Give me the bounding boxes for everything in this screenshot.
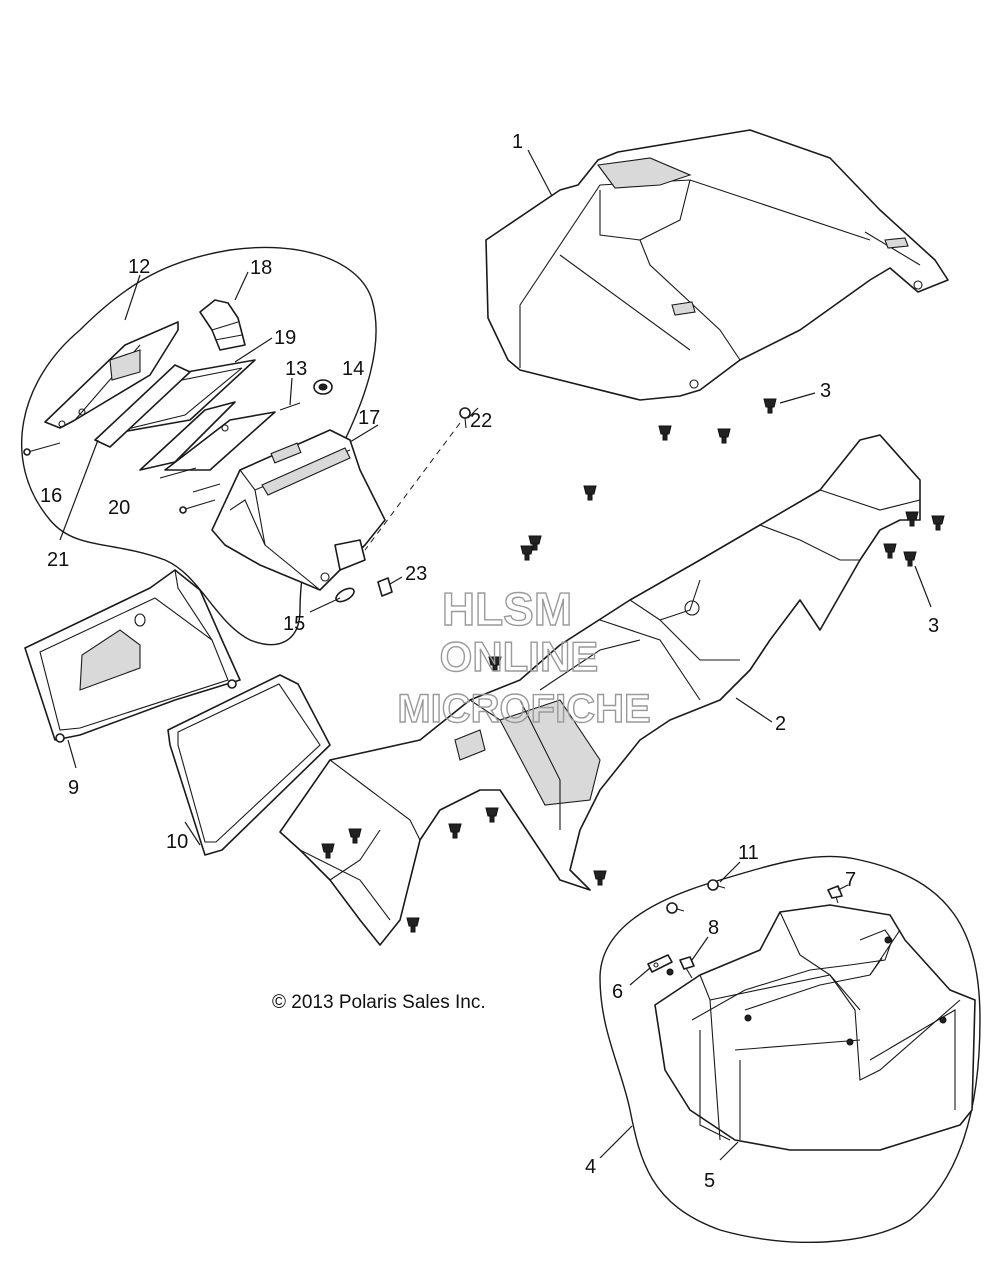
part-15-grommet <box>335 587 355 603</box>
part-20-frame <box>139 401 276 471</box>
callout-14: 14 <box>342 358 364 380</box>
part-18-latch <box>199 299 246 351</box>
callout-15: 15 <box>283 613 305 635</box>
part-9-glovebox-door <box>24 569 241 743</box>
watermark-line-1: HLSM <box>442 583 572 635</box>
part-14-cap <box>313 379 333 395</box>
watermark-line-2: ONLINE <box>440 633 599 680</box>
callout-13: 13 <box>285 358 307 380</box>
part-8-screw <box>679 956 695 979</box>
part-4-storage-bin <box>654 904 976 1151</box>
callout-4: 4 <box>585 1156 596 1178</box>
part-1-upper-dash-cover <box>485 129 949 401</box>
part-17-glovebox-bin <box>211 429 386 591</box>
callout-12: 12 <box>128 256 150 278</box>
part-23-clip <box>377 577 393 597</box>
callout-9: 9 <box>68 777 79 799</box>
callout-2: 2 <box>775 713 786 735</box>
callout-5: 5 <box>704 1170 715 1192</box>
callout-3-right: 3 <box>928 615 939 637</box>
callout-8: 8 <box>708 917 719 939</box>
watermark-line-3: MICROFICHE <box>397 687 650 731</box>
callout-7: 7 <box>845 869 856 891</box>
callout-6: 6 <box>612 981 623 1003</box>
part-16-screws <box>23 442 221 514</box>
part-21-seal <box>94 364 191 448</box>
part-10-door-seal <box>167 674 331 856</box>
callout-11: 11 <box>738 842 759 864</box>
part-3-push-rivets <box>321 398 945 933</box>
callout-1: 1 <box>512 131 523 153</box>
callout-17: 17 <box>358 407 380 429</box>
part-13-pin <box>279 402 301 411</box>
callout-21: 21 <box>47 549 69 571</box>
storage-assembly-outline <box>599 855 981 1244</box>
callout-20: 20 <box>108 497 130 519</box>
callout-22: 22 <box>470 410 492 432</box>
callout-10: 10 <box>166 831 188 853</box>
callout-23: 23 <box>405 563 427 585</box>
part-6-bracket <box>647 954 674 976</box>
callout-16: 16 <box>40 485 62 507</box>
part-12-latch-cover <box>44 321 179 429</box>
watermark: HLSM ONLINE MICROFICHE <box>397 582 652 731</box>
part-22-screw <box>459 407 471 429</box>
callout-3-top: 3 <box>820 380 831 402</box>
callout-19: 19 <box>274 327 296 349</box>
copyright-text: © 2013 Polaris Sales Inc. <box>272 992 486 1013</box>
callout-18: 18 <box>250 257 272 279</box>
part-7-screw <box>827 885 843 904</box>
part-11-screws <box>666 879 726 914</box>
part-5-bin-seal <box>691 929 947 1141</box>
part-2-main-dash-panel <box>279 434 921 946</box>
